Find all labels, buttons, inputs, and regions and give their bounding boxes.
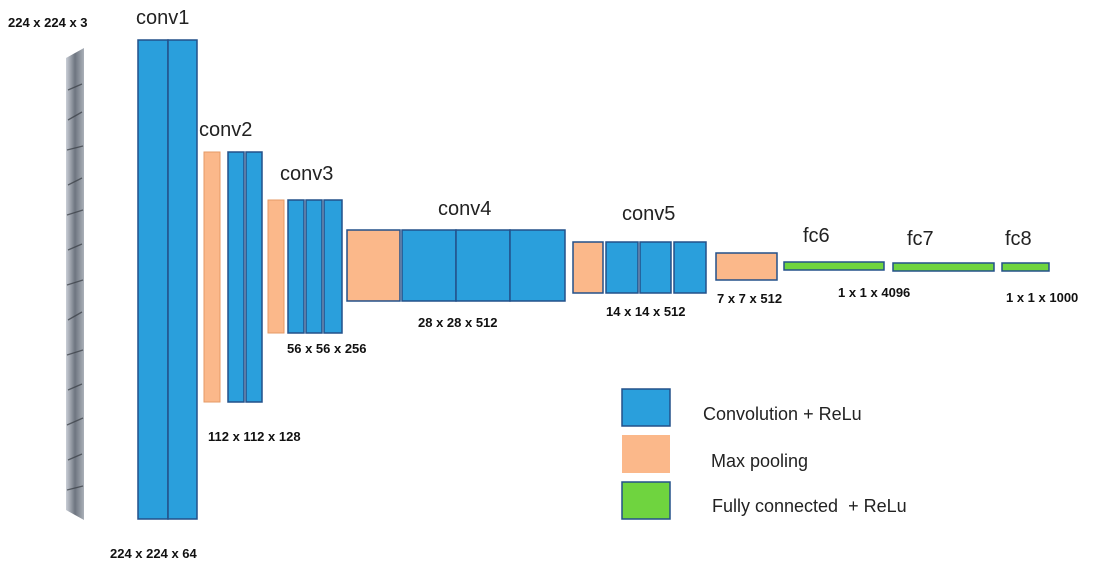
conv4-dim-label: 28 x 28 x 512 [418,315,498,330]
conv4-block [346,229,566,302]
conv3-layer-3 [323,199,343,334]
legend-swatch-pool [622,435,670,473]
fc8-layer [1001,262,1050,272]
legend-label-pool: Max pooling [711,451,808,471]
fc8-label: fc8 [1005,228,1032,250]
conv1-dim-label: 224 x 224 x 64 [110,546,198,561]
conv3-label: conv3 [280,163,333,185]
conv2-label: conv2 [199,119,252,141]
conv1-block [137,39,198,520]
conv2-block [203,151,263,403]
pool4-layer [572,241,604,294]
pool2-layer [267,199,285,334]
conv5-layer-2 [639,241,672,294]
conv3-dim-label: 56 x 56 x 256 [287,341,367,356]
conv3-layer-1 [287,199,305,334]
legend-label-conv: Convolution + ReLu [703,404,862,424]
conv2-dim-label: 112 x 112 x 128 [208,429,301,444]
fc6-label: fc6 [803,225,830,247]
conv4-label: conv4 [438,198,491,220]
conv1-layer-2 [167,39,198,520]
fc67-dim-label: 1 x 1 x 4096 [838,285,910,300]
conv4-layer-1 [401,229,457,302]
conv3-layer-2 [305,199,323,334]
pool1-layer [203,151,221,403]
conv4-layer-2 [455,229,511,302]
fc7-label: fc7 [907,228,934,250]
conv3-block [267,199,343,334]
conv5-block [572,241,707,294]
conv4-layer-3 [509,229,566,302]
input-image [66,48,84,520]
pool5-dim-label: 7 x 7 x 512 [717,291,782,306]
conv5-label: conv5 [622,203,675,225]
conv5-dim-label: 14 x 14 x 512 [606,304,686,319]
legend-swatch-conv [621,388,671,427]
conv2-layer-1 [227,151,245,403]
conv2-layer-2 [245,151,263,403]
legend-swatch-fc [621,481,671,520]
input-dim-label: 224 x 224 x 3 [8,15,88,30]
fc7-layer [892,262,995,272]
conv5-layer-1 [605,241,639,294]
conv5-layer-3 [673,241,707,294]
pool5-layer [715,252,778,281]
conv1-label: conv1 [136,7,189,29]
fc8-dim-label: 1 x 1 x 1000 [1006,290,1078,305]
legend: Convolution + ReLu Max pooling Fully con… [621,388,907,520]
fc6-layer [783,261,885,271]
pool3-layer [346,229,401,302]
conv1-layer-1 [137,39,169,520]
legend-label-fc: Fully connected + ReLu [712,496,907,516]
